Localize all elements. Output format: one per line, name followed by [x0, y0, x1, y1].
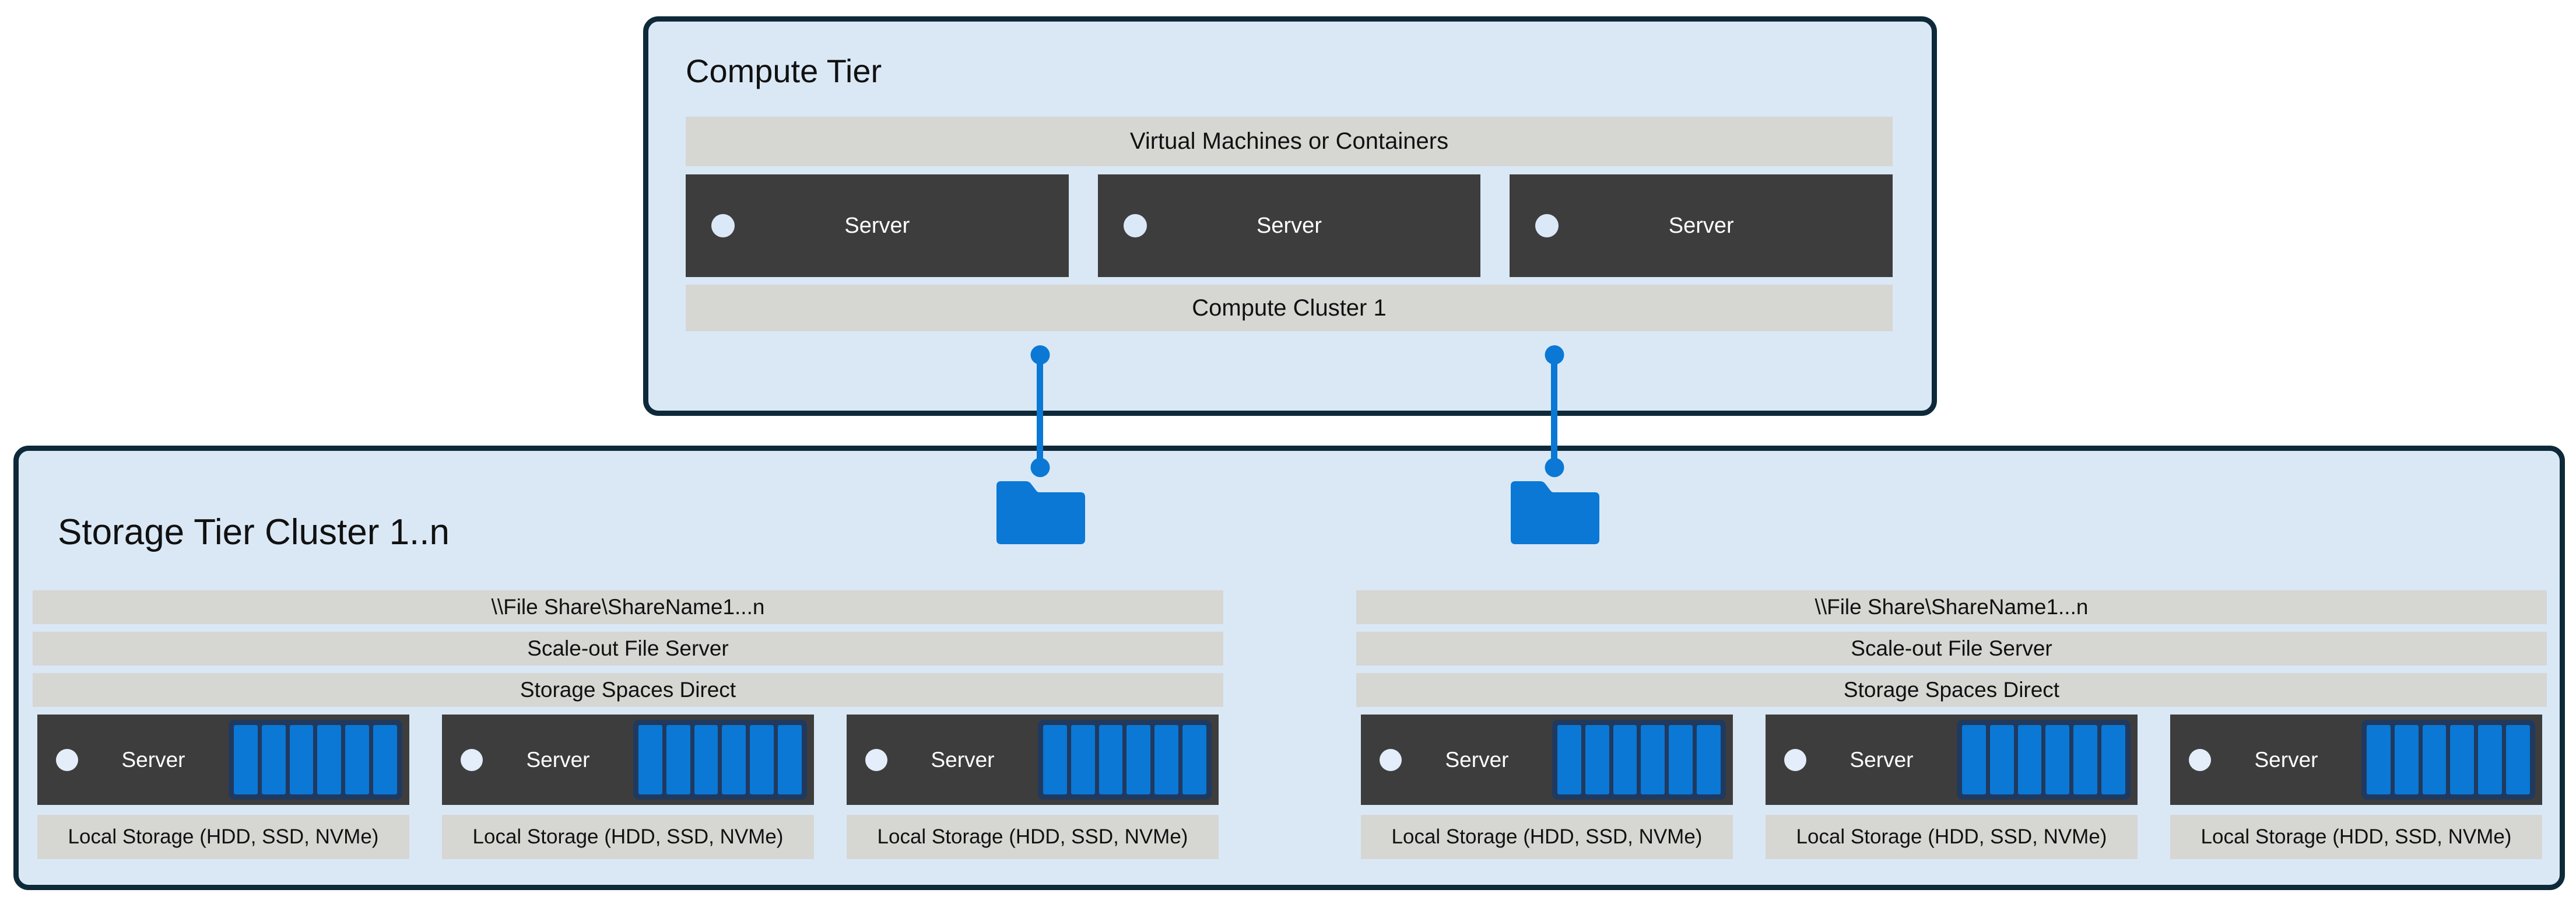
file-share-bar-label: \\File Share\ShareName1...n: [1815, 595, 2089, 619]
storage-group: \\File Share\ShareName1...n Scale-out Fi…: [33, 590, 1223, 859]
local-storage-label: Local Storage (HDD, SSD, NVMe): [1361, 815, 1733, 859]
disk-array-icon: [1957, 720, 2131, 800]
server-status-dot-icon: [461, 748, 483, 771]
disk-array-icon: [229, 720, 402, 800]
server-label: Server: [1849, 747, 1914, 772]
scale-out-file-server-label: Scale-out File Server: [527, 636, 729, 660]
compute-cluster-bar: Compute Cluster 1: [686, 285, 1893, 331]
server-status-dot-icon: [1380, 748, 1402, 771]
disk-array-icon: [633, 720, 807, 800]
local-storage-label: Local Storage (HDD, SSD, NVMe): [1766, 815, 2138, 859]
scale-out-file-server-bar: Scale-out File Server: [1356, 632, 2547, 666]
storage-server-node: Server: [1766, 715, 2138, 805]
compute-server-node: Server: [1510, 174, 1893, 277]
compute-server-node: Server: [686, 174, 1069, 277]
local-storage-label: Local Storage (HDD, SSD, NVMe): [2170, 815, 2542, 859]
storage-spaces-direct-bar: Storage Spaces Direct: [33, 673, 1223, 707]
storage-servers-row: Server Server Server: [1356, 715, 2547, 805]
server-label: Server: [121, 747, 185, 772]
scale-out-file-server-label: Scale-out File Server: [1851, 636, 2052, 660]
storage-tier-title: Storage Tier Cluster 1..n: [58, 512, 450, 552]
disk-array-icon: [2361, 720, 2535, 800]
storage-tier-box: Storage Tier Cluster 1..n \\File Share\S…: [13, 446, 2565, 890]
storage-server-node: Server: [442, 715, 814, 805]
compute-cluster-bar-label: Compute Cluster 1: [1192, 295, 1387, 321]
local-storage-label: Local Storage (HDD, SSD, NVMe): [442, 815, 814, 859]
local-storage-row: Local Storage (HDD, SSD, NVMe) Local Sto…: [1356, 815, 2547, 859]
server-label: Server: [526, 747, 590, 772]
server-status-dot-icon: [56, 748, 78, 771]
compute-tier-title: Compute Tier: [686, 52, 882, 89]
virtual-machines-bar-label: Virtual Machines or Containers: [1129, 128, 1449, 154]
local-storage-label: Local Storage (HDD, SSD, NVMe): [847, 815, 1219, 859]
server-label: Server: [1445, 747, 1509, 772]
folder-icon: [1506, 474, 1602, 547]
server-label: Server: [1668, 213, 1734, 238]
file-share-bar-label: \\File Share\ShareName1...n: [491, 595, 765, 619]
folder-icon: [992, 474, 1087, 547]
server-status-dot-icon: [1123, 214, 1147, 237]
compute-server-node: Server: [1097, 174, 1481, 277]
storage-server-node: Server: [2170, 715, 2542, 805]
connector-line: [1551, 355, 1557, 468]
server-label: Server: [931, 747, 995, 772]
server-status-dot-icon: [711, 214, 735, 237]
file-share-bar: \\File Share\ShareName1...n: [1356, 590, 2547, 624]
storage-server-node: Server: [847, 715, 1219, 805]
storage-server-node: Server: [1361, 715, 1733, 805]
storage-server-node: Server: [37, 715, 409, 805]
file-share-bar: \\File Share\ShareName1...n: [33, 590, 1223, 624]
server-label: Server: [2254, 747, 2318, 772]
disk-array-icon: [1552, 720, 1726, 800]
connector-line: [1037, 355, 1043, 468]
server-status-dot-icon: [1784, 748, 1806, 771]
server-status-dot-icon: [865, 748, 887, 771]
server-label: Server: [1257, 213, 1322, 238]
storage-servers-row: Server Server Server: [33, 715, 1223, 805]
server-status-dot-icon: [1535, 214, 1559, 237]
disk-array-icon: [1038, 720, 1212, 800]
storage-spaces-direct-bar: Storage Spaces Direct: [1356, 673, 2547, 707]
virtual-machines-bar: Virtual Machines or Containers: [686, 117, 1893, 166]
compute-servers-row: Server Server Server: [686, 174, 1893, 277]
local-storage-label: Local Storage (HDD, SSD, NVMe): [37, 815, 409, 859]
compute-tier-box: Compute Tier Virtual Machines or Contain…: [643, 16, 1937, 416]
storage-group: \\File Share\ShareName1...n Scale-out Fi…: [1356, 590, 2547, 859]
server-status-dot-icon: [2189, 748, 2211, 771]
server-label: Server: [844, 213, 910, 238]
storage-spaces-direct-label: Storage Spaces Direct: [520, 678, 736, 702]
storage-spaces-direct-label: Storage Spaces Direct: [1843, 678, 2060, 702]
scale-out-file-server-bar: Scale-out File Server: [33, 632, 1223, 666]
local-storage-row: Local Storage (HDD, SSD, NVMe) Local Sto…: [33, 815, 1223, 859]
